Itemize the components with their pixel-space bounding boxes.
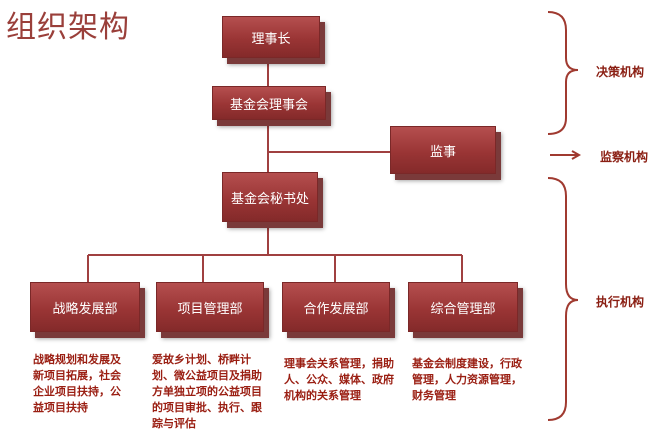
general-dept-description: 基金会制度建设，行政管理，人力资源管理，财务管理 bbox=[412, 357, 522, 402]
general-dept-label: 综合管理部 bbox=[430, 301, 496, 317]
supervision-label: 监察机构 bbox=[600, 150, 649, 164]
council-label: 基金会理事会 bbox=[229, 97, 308, 113]
cooperation-dept-description: 理事会关系管理，捐助人、公众、媒体、政府机构的关系管理 bbox=[284, 357, 394, 402]
strategy-dept-box: 战略发展部 bbox=[30, 282, 140, 332]
brace-decision bbox=[547, 11, 579, 135]
secretariat-label: 基金会秘书处 bbox=[230, 191, 309, 207]
brace-execution bbox=[547, 177, 579, 421]
chairman-label: 理事长 bbox=[251, 31, 291, 47]
project-dept-description: 爱故乡计划、桥畔计划、微公益项目及捐助方单独立项的公益项目的项目审批、执行、跟踪… bbox=[152, 353, 262, 430]
supervisor-box: 监事 bbox=[390, 126, 496, 174]
cooperation-dept-label: 合作发展部 bbox=[303, 301, 369, 317]
chairman-box: 理事长 bbox=[222, 16, 320, 58]
strategy-dept-label: 战略发展部 bbox=[52, 301, 118, 317]
project-dept-label: 项目管理部 bbox=[177, 301, 243, 317]
secretariat-box: 基金会秘书处 bbox=[222, 172, 318, 222]
council-box: 基金会理事会 bbox=[212, 86, 326, 120]
project-dept-box: 项目管理部 bbox=[156, 282, 264, 332]
general-dept-box: 综合管理部 bbox=[408, 282, 518, 332]
cooperation-dept-box: 合作发展部 bbox=[282, 282, 390, 332]
supervisor-label: 监事 bbox=[429, 144, 456, 160]
execution-label: 执行机构 bbox=[596, 295, 645, 309]
decision-label: 决策机构 bbox=[596, 65, 645, 79]
page-title: 组织架构 bbox=[6, 10, 130, 45]
strategy-dept-description: 战略规划和发展及新项目拓展，社会企业项目扶持，公益项目扶持 bbox=[33, 353, 121, 414]
arrow-supervision bbox=[550, 150, 582, 160]
